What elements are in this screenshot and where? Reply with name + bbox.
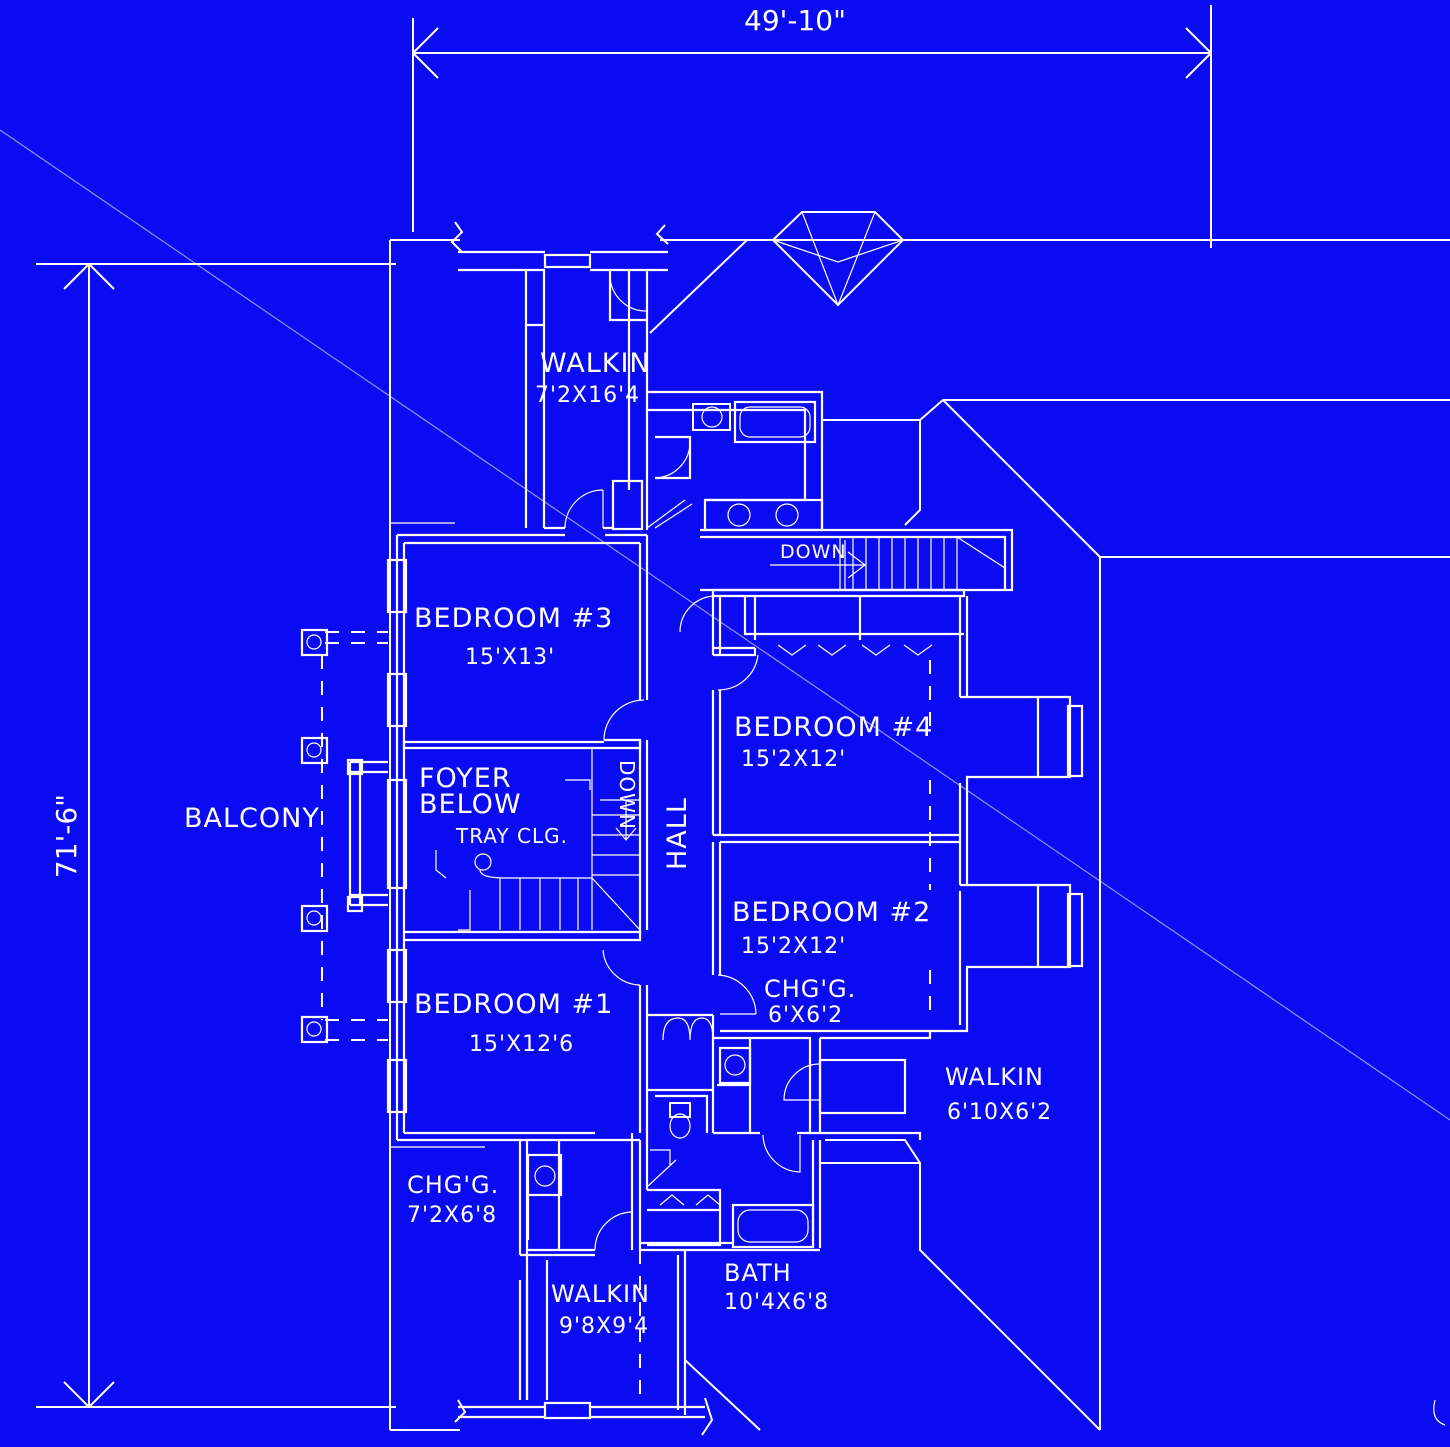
bedroom3-walls [386,533,649,1140]
bedroom1-walls [397,949,649,1142]
overall-width-label: 49'-10" [744,4,846,37]
bedroom4-size: 15'2X12' [741,747,846,772]
hall-label: HALL [662,797,693,870]
stair-top: DOWN [700,528,1014,592]
walkin-top-walls [450,221,669,531]
foyer-line1: FOYER [419,763,512,794]
chg-left-name: CHG'G. [407,1171,499,1199]
down-label-foyer: DOWN [615,760,639,830]
bedroom2-name: BEDROOM #2 [732,897,931,928]
bath-name: BATH [724,1259,792,1287]
walkin-top-name: WALKIN [540,348,651,379]
walkin-bottom-name: WALKIN [551,1280,650,1308]
walkin-bottom-size: 9'8X9'4 [559,1314,649,1339]
walkin-right-name: WALKIN [945,1063,1044,1091]
bedroom1-name: BEDROOM #1 [414,989,613,1020]
construction-line [0,129,1450,1121]
bedroom3-name: BEDROOM #3 [414,603,613,634]
lower-core [594,1013,932,1252]
bedroom4-bedroom2-walls [679,588,1084,1033]
bath-top [646,390,824,532]
lower-left-rooms [454,1140,714,1436]
roof-outline [389,211,1450,1431]
bedroom3-size: 15'X13' [465,645,555,670]
chg-left-size: 7'2X6'8 [407,1203,497,1228]
bedroom4-name: BEDROOM #4 [734,712,933,743]
foyer-line2: BELOW [419,789,522,820]
balcony-label: BALCONY [184,803,320,834]
chg-right-size: 6'X6'2 [768,1003,843,1028]
dimension-left: 71'-6" [36,263,396,1408]
bath-size: 10'4X6'8 [724,1290,829,1315]
down-label-main: DOWN [780,541,847,563]
overall-depth-label: 71'-6" [50,794,83,878]
foyer-stair: DOWN [404,748,642,942]
bedroom1-size: 15'X12'6 [469,1032,574,1057]
walkin-top-size: 7'2X16'4 [535,383,640,408]
tray-ceiling-label: TRAY CLG. [455,824,568,848]
dimension-top: 49'-10" [412,4,1212,248]
balcony [300,628,388,1044]
walkin-right-size: 6'10X6'2 [947,1100,1052,1125]
bedroom2-size: 15'2X12' [741,934,846,959]
chg-right-name: CHG'G. [764,975,856,1003]
